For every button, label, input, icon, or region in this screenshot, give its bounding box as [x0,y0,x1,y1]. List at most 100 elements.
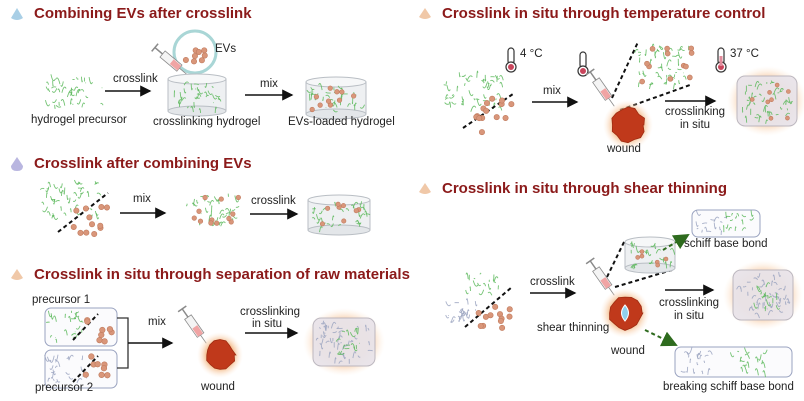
network-strand [347,103,351,107]
ev-dot [687,74,693,81]
ev-dot [91,231,98,238]
network-strand [638,82,640,88]
network-strand [458,316,461,323]
network-strand [650,242,656,248]
network-strand [696,227,699,230]
label-breaking-schiff-base-bond: breaking schiff base bond [663,381,794,393]
ev-dot [785,115,790,121]
network-strand [679,46,683,51]
network-strand [334,357,337,364]
network-strand [704,226,708,233]
network-strand [734,215,738,219]
network-strand [451,93,454,96]
network-strand [729,352,735,358]
icon-drop-p4 [418,8,432,20]
ev-dot [230,211,236,217]
mixed-evs-p2 [191,194,241,226]
panel-title-combining-evs-after-crosslink: Combining EVs after crosslink [34,5,252,22]
network-strand [207,90,213,95]
network-strand [325,92,331,94]
network-strand [50,74,56,82]
dish-base [307,224,371,236]
network-strand [465,289,469,295]
network-strand [69,208,72,213]
network-strand [665,78,668,85]
network-strand [748,306,752,311]
network-strand [332,331,338,334]
network-strand [762,370,766,378]
network-strand [741,219,744,225]
ev-dot [499,324,506,331]
network-strand [56,379,61,383]
ev-dot [82,371,89,378]
ev-dot [197,218,204,224]
network-strand [493,276,499,283]
network-strand [179,91,183,99]
network-strand [46,211,51,216]
network-strand [450,316,456,323]
network-strand [736,213,740,217]
network-strand [464,83,466,86]
network-strand [748,96,751,104]
separator-precursor-1 [72,313,99,341]
network-strand [654,51,657,59]
ev-dot [99,326,106,334]
network-strand [100,102,104,106]
network-strand [710,219,716,221]
network-strand [736,285,741,290]
wound-tissue [206,339,237,370]
network-strand [60,189,64,197]
syringe-plunger [154,46,164,55]
network-strand [51,373,54,379]
ev-dot [655,262,660,268]
network-strand [482,82,488,89]
crosslinked-dish-p2 [307,194,371,236]
network-strand [60,206,62,211]
network-strand [772,92,777,100]
ev-dot [226,215,232,222]
network-strand [739,287,742,292]
network-strand [757,302,761,310]
crosslinked-evs-p2 [319,201,362,227]
network-strand [63,187,66,195]
arrow-to-schiff [662,233,690,251]
network-strand [68,315,72,323]
zoom-line-top-p5 [606,239,626,278]
network-strand [635,245,640,253]
ev-dot [86,214,93,221]
network-strand [50,196,56,202]
network-strand [707,230,712,233]
network-strand [204,91,208,96]
network-strand [193,102,195,108]
network-strand [76,378,83,384]
ev-dot [218,196,224,202]
thermometer-warm [715,47,727,73]
network-strand [742,364,747,370]
label-precursor-1: precursor 1 [32,294,91,306]
schiff-gray-network [695,210,728,235]
network-strand [767,309,773,316]
network-strand [59,183,63,189]
network-strand [194,93,200,100]
network-strand [664,261,668,269]
precursor-green-p5 [465,272,499,296]
network-strand [725,224,729,229]
network-strand [683,351,689,356]
ev-dot [191,58,198,65]
ev-dot [639,78,645,85]
network-strand [760,291,762,295]
network-strand [323,325,327,331]
network-strand [476,98,482,106]
network-strand [354,336,358,340]
ev-dot [492,303,499,310]
network-strand [744,364,748,368]
ev-dot [106,326,114,333]
network-strand [663,82,667,85]
network-strand [768,110,771,118]
ev-dot [98,204,105,211]
network-strand [737,350,740,353]
network-strand [762,349,768,355]
network-strand [95,212,100,220]
ev-dot [196,208,202,214]
ev-dot [313,94,319,100]
